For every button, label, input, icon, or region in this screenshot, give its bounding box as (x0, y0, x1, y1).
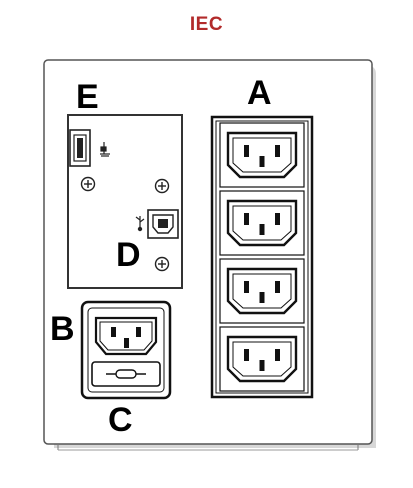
usb-symbol-icon (135, 216, 145, 232)
label-e: E (76, 78, 99, 116)
iec-c14-inlet-icon (94, 316, 158, 356)
iec-c13-outlet-icon (219, 122, 305, 188)
iec-c13-outlet-icon (219, 326, 305, 392)
power-inlet (80, 300, 172, 400)
iec-c13-outlet-icon (219, 190, 305, 256)
iec-c13-outlet-icon (219, 258, 305, 324)
fuse-icon (106, 369, 146, 379)
communication-plate (67, 114, 183, 289)
label-c: C (108, 401, 133, 439)
screw-icon (154, 178, 170, 194)
usb-symbol-icon (100, 142, 110, 157)
usb-b-port-icon (147, 209, 179, 239)
screw-icon (154, 256, 170, 272)
usb-a-port-icon (69, 129, 91, 167)
label-a: A (247, 74, 272, 112)
label-d: D (116, 236, 141, 274)
screw-icon (80, 176, 96, 192)
diagram-title: IEC (189, 14, 224, 35)
label-b: B (50, 310, 75, 348)
